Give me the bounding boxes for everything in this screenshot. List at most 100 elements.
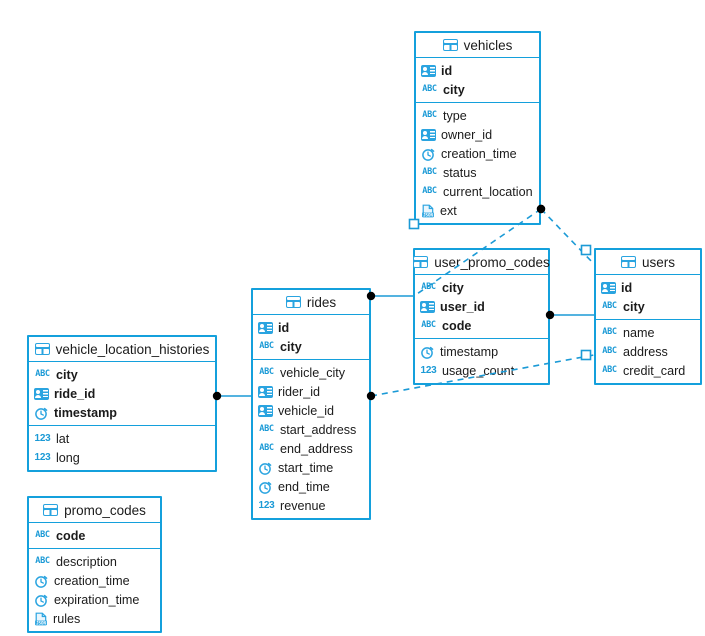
column-row[interactable]: start_time [253, 458, 369, 477]
entity-table-title: promo_codes [64, 502, 146, 518]
string-icon: ABC [602, 301, 617, 311]
column-label: id [621, 280, 633, 295]
numeric-icon: 123 [34, 451, 51, 463]
uuid-icon [258, 385, 273, 398]
column-row[interactable]: rider_id [253, 382, 369, 401]
relationship-user_promo_codes-to-users[interactable] [545, 310, 594, 320]
column-label: code [442, 318, 472, 333]
column-label: timestamp [54, 405, 117, 420]
entity-table-header[interactable]: user_promo_codes [413, 250, 550, 275]
column-row[interactable]: ABC credit_card [596, 361, 700, 380]
column-label: status [443, 165, 477, 180]
column-label: user_id [440, 299, 485, 314]
column-label: long [56, 450, 80, 465]
column-label: expiration_time [54, 592, 140, 607]
json-icon: JSON [34, 612, 48, 626]
primary-key-row[interactable]: ABC code [415, 316, 548, 335]
primary-key-row[interactable]: id [416, 61, 539, 80]
column-label: creation_time [441, 146, 517, 161]
column-row[interactable]: creation_time [29, 571, 160, 590]
column-label: credit_card [623, 363, 686, 378]
grid-icon [43, 504, 59, 516]
relationship-vehicle_location_histories-to-rides[interactable] [212, 391, 251, 401]
column-row[interactable]: end_time [253, 477, 369, 496]
column-row[interactable]: JSON ext [416, 201, 539, 220]
string-icon: ABC [259, 443, 274, 453]
string-icon: ABC [259, 424, 274, 434]
column-label: id [278, 320, 290, 335]
string-icon: ABC [421, 282, 436, 292]
column-label: rider_id [278, 384, 320, 399]
primary-key-row[interactable]: user_id [415, 297, 548, 316]
entity-table-header[interactable]: vehicle_location_histories [29, 337, 215, 362]
svg-text:JSON: JSON [36, 620, 46, 625]
column-label: owner_id [441, 127, 493, 142]
entity-table-header[interactable]: users [596, 250, 700, 275]
primary-key-row[interactable]: id [596, 278, 700, 297]
grid-icon [285, 296, 301, 308]
primary-key-row[interactable]: timestamp [29, 403, 215, 422]
string-icon: ABC [422, 186, 437, 196]
column-row[interactable]: timestamp [415, 342, 548, 361]
entity-table-title: user_promo_codes [434, 254, 550, 270]
string-icon: ABC [35, 530, 50, 540]
string-icon: ABC [602, 365, 617, 375]
string-icon: ABC [421, 320, 436, 330]
numeric-icon: 123 [258, 499, 275, 511]
column-row[interactable]: 123 long [29, 448, 215, 467]
column-label: end_address [280, 441, 353, 456]
timestamp-icon [34, 574, 49, 588]
string-icon: ABC [35, 556, 50, 566]
svg-text:JSON: JSON [423, 212, 433, 217]
uuid-icon [34, 387, 49, 400]
relationship-endpoint-square [580, 349, 592, 361]
entity-table-header[interactable]: promo_codes [29, 498, 160, 523]
column-row[interactable]: creation_time [416, 144, 539, 163]
entity-table-header[interactable]: rides [253, 290, 369, 315]
column-row[interactable]: ABC end_address [253, 439, 369, 458]
uuid-icon [421, 64, 436, 77]
column-label: timestamp [440, 344, 499, 359]
timestamp-icon [258, 461, 273, 475]
entity-table-header[interactable]: vehicles [416, 33, 539, 58]
column-row[interactable]: expiration_time [29, 590, 160, 609]
column-label: ext [440, 203, 457, 218]
primary-key-row[interactable]: id [253, 318, 369, 337]
column-row[interactable]: vehicle_id [253, 401, 369, 420]
primary-key-row[interactable]: ride_id [29, 384, 215, 403]
timestamp-icon [421, 147, 436, 161]
column-label: start_time [278, 460, 334, 475]
column-row[interactable]: owner_id [416, 125, 539, 144]
relationship-rides-to-user_promo_codes[interactable] [366, 291, 413, 301]
